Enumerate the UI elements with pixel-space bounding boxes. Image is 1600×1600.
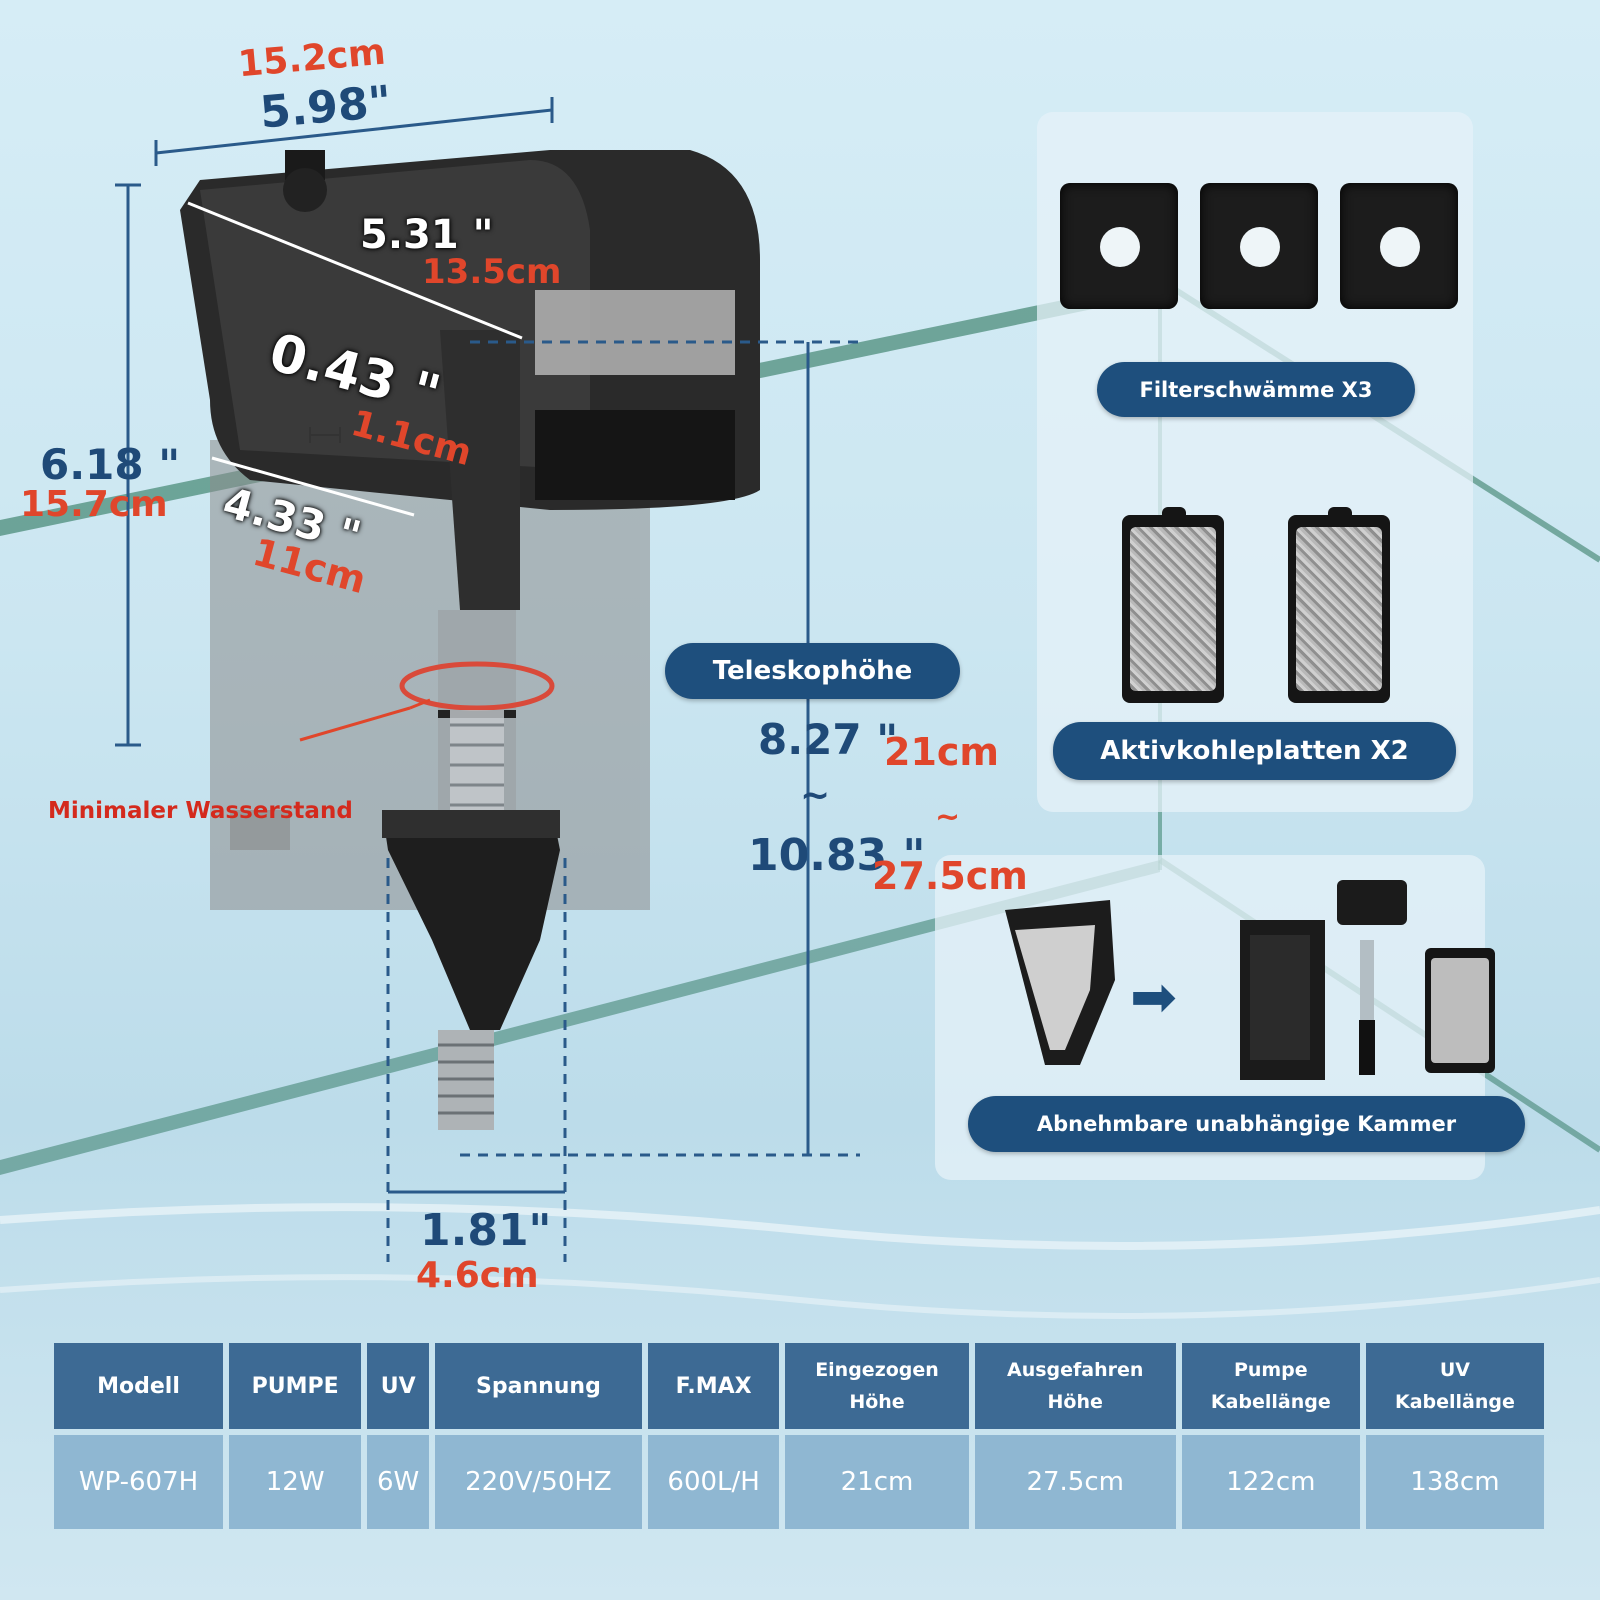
cell-fmax: 600L/H xyxy=(647,1435,780,1529)
spec-header-row: Modell PUMPE UV Spannung F.MAX Eingezoge… xyxy=(54,1343,1544,1429)
telescopic-min-in: 8.27 " xyxy=(758,715,899,764)
header-pumpe-kabel-line2: Kabellänge xyxy=(1210,1391,1331,1413)
chamber-illustration xyxy=(1005,880,1495,1080)
header-eingezogen-hoehe: Eingezogen Höhe xyxy=(785,1343,969,1429)
header-modell: Modell xyxy=(54,1343,223,1429)
header-uv-kabel-line2: Kabellänge xyxy=(1394,1391,1515,1413)
carbon-plate-2 xyxy=(1288,507,1390,703)
header-ausgefahren-line2: Höhe xyxy=(1047,1391,1103,1413)
telescopic-tilde-blue: ~ xyxy=(800,775,831,816)
depth-in-label: 5.31 " xyxy=(360,212,494,258)
header-eingezogen-line2: Höhe xyxy=(849,1391,905,1413)
height-in-label: 6.18 " xyxy=(40,440,181,489)
header-spannung: Spannung xyxy=(434,1343,642,1429)
cell-eingezogen-hoehe: 21cm xyxy=(785,1435,969,1529)
header-uv-kabel-line1: UV xyxy=(1439,1359,1470,1381)
header-uv: UV xyxy=(367,1343,429,1429)
telescopic-min-cm: 21cm xyxy=(884,730,1000,774)
hang-on-filter-illustration xyxy=(180,150,760,1130)
filter-sponge-2 xyxy=(1200,183,1318,309)
header-pumpe-kabellaenge: Pumpe Kabellänge xyxy=(1181,1343,1360,1429)
header-ausgefahren-line1: Ausgefahren xyxy=(1006,1359,1144,1381)
intake-in-label: 1.81" xyxy=(420,1205,552,1256)
telescopic-tilde-red: ~ xyxy=(935,800,961,835)
telescopic-max-cm: 27.5cm xyxy=(872,854,1028,898)
cell-modell: WP-607H xyxy=(54,1435,223,1529)
cell-uv: 6W xyxy=(367,1435,429,1529)
telescopic-height-pill: Teleskophöhe xyxy=(665,643,960,699)
cell-uv-kabellaenge: 138cm xyxy=(1365,1435,1544,1529)
carbon-plate-1 xyxy=(1122,507,1224,703)
cell-ausgefahren-hoehe: 27.5cm xyxy=(974,1435,1176,1529)
cell-pumpe-kabellaenge: 122cm xyxy=(1181,1435,1360,1529)
cell-spannung: 220V/50HZ xyxy=(434,1435,642,1529)
height-cm-label: 15.7cm xyxy=(20,484,168,525)
spec-table: Modell PUMPE UV Spannung F.MAX Eingezoge… xyxy=(48,1337,1550,1535)
telescopic-max-in: 10.83 " xyxy=(748,830,926,881)
sponges-pill: Filterschwämme X3 xyxy=(1097,362,1415,417)
cell-pumpe: 12W xyxy=(229,1435,362,1529)
header-uv-kabellaenge: UV Kabellänge xyxy=(1365,1343,1544,1429)
spec-data-row: WP-607H 12W 6W 220V/50HZ 600L/H 21cm 27.… xyxy=(54,1435,1544,1529)
filter-sponge-3 xyxy=(1340,183,1458,309)
header-eingezogen-line1: Eingezogen xyxy=(815,1359,939,1381)
carbon-pill: Aktivkohleplatten X2 xyxy=(1053,722,1456,780)
header-ausgefahren-hoehe: Ausgefahren Höhe xyxy=(974,1343,1176,1429)
depth-cm-label: 13.5cm xyxy=(422,252,562,292)
min-water-label: Minimaler Wasserstand xyxy=(48,798,353,824)
arrow-right-icon: ➡ xyxy=(1130,965,1177,1030)
intake-cm-label: 4.6cm xyxy=(416,1255,539,1296)
header-pumpe: PUMPE xyxy=(229,1343,362,1429)
filter-sponge-1 xyxy=(1060,183,1178,309)
chamber-pill: Abnehmbare unabhängige Kammer xyxy=(968,1096,1525,1152)
header-pumpe-kabel-line1: Pumpe xyxy=(1233,1359,1308,1381)
header-fmax: F.MAX xyxy=(647,1343,780,1429)
